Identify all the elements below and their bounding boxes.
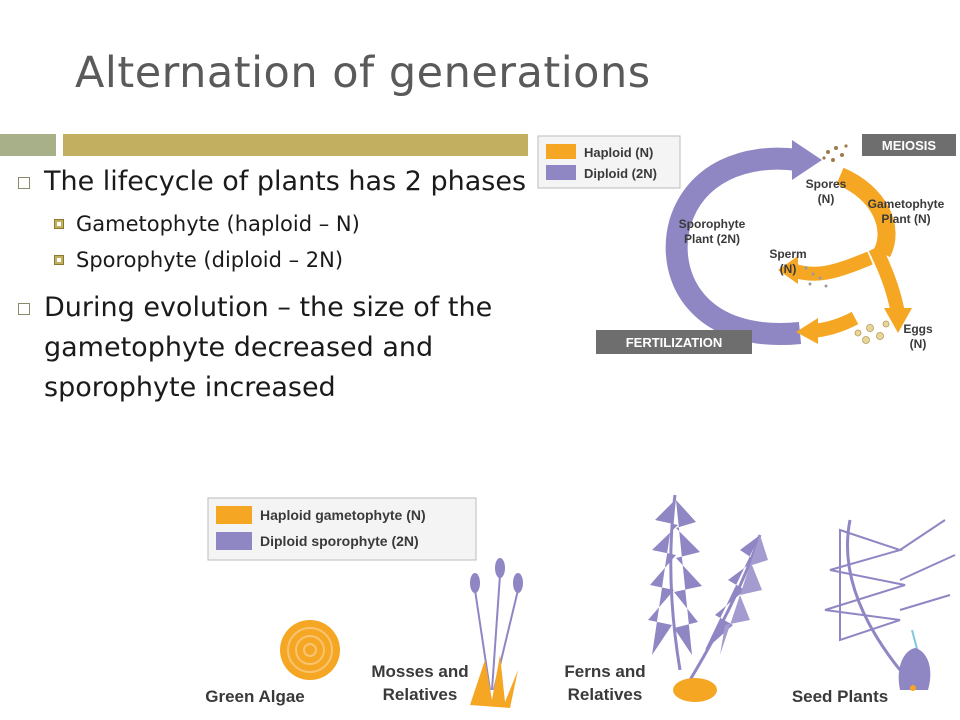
sporophyte-arc — [665, 147, 802, 346]
gametophyte-arc — [836, 167, 896, 258]
evolution-legend-box — [207, 497, 477, 561]
diploid-swatch — [546, 165, 576, 180]
mosses-label: Mosses and — [371, 662, 468, 681]
moss-icon — [470, 558, 523, 708]
slide-title: Alternation of generations — [75, 48, 651, 98]
eggs-n-label: (N) — [910, 337, 927, 351]
subbullet-text: Sporophyte (diploid – 2N) — [76, 248, 344, 272]
haploid-gametophyte-swatch — [216, 506, 252, 524]
gametophyte-label: Gametophyte — [868, 197, 945, 211]
bullet-item: The lifecycle of plants has 2 phases — [18, 162, 578, 202]
diploid-sporophyte-swatch — [216, 532, 252, 550]
legend-diploid: Diploid (2N) — [584, 166, 657, 181]
bullet-text: During evolution – the size of the gamet… — [44, 292, 493, 403]
gametophyte-plant-label: Plant (N) — [881, 212, 930, 226]
seed-plants-label: Seed Plants — [792, 687, 888, 706]
sporophyte-arrow-head — [792, 140, 822, 180]
subbullet-item: Gametophyte (haploid – N) — [18, 210, 578, 238]
green-algae-label: Green Algae — [205, 687, 305, 706]
accent-bar — [63, 134, 528, 156]
sporophyte-plant-label: Plant (2N) — [684, 232, 740, 246]
legend-diploid-sporophyte: Diploid sporophyte (2N) — [260, 533, 419, 549]
evolution-diagram: Haploid gametophyte (N) Diploid sporophy… — [205, 494, 956, 708]
bullet-square-icon — [18, 303, 30, 315]
green-algae-icon — [280, 620, 340, 680]
spores-label: Spores — [806, 177, 847, 191]
mosses-relatives-label: Relatives — [383, 685, 458, 704]
sperm-n-label: (N) — [780, 262, 797, 276]
subbullet-text: Gametophyte (haploid – N) — [76, 212, 360, 236]
spores-n-label: (N) — [818, 192, 835, 206]
eggs-dots — [854, 320, 890, 344]
bullet-text: The lifecycle of plants has 2 phases — [44, 166, 527, 197]
subbullet-square-icon — [54, 255, 64, 265]
sperm-label: Sperm — [769, 247, 806, 261]
eggs-label: Eggs — [903, 322, 933, 336]
fertilization-label-box — [596, 330, 752, 354]
meiosis-label: MEIOSIS — [882, 138, 937, 153]
fertilization-label: FERTILIZATION — [626, 335, 723, 350]
ferns-label: Ferns and — [564, 662, 645, 681]
legend-haploid: Haploid (N) — [584, 145, 653, 160]
legend-haploid-gametophyte: Haploid gametophyte (N) — [260, 507, 426, 523]
ferns-relatives-label: Relatives — [568, 685, 643, 704]
fern-icon — [648, 494, 768, 702]
haploid-swatch — [546, 144, 576, 159]
sperm-dots — [804, 266, 828, 288]
spores-dots — [822, 144, 848, 162]
subbullet-square-icon — [54, 219, 64, 229]
life-cycle-diagram: Haploid (N) Diploid (2N) MEIOSIS FERTILI… — [537, 134, 956, 354]
subbullet-item: Sporophyte (diploid – 2N) — [18, 246, 578, 274]
accent-bar-left — [0, 134, 56, 156]
bullet-list: The lifecycle of plants has 2 phases Gam… — [18, 162, 578, 408]
seed-plant-icon — [824, 519, 956, 691]
bullet-item: During evolution – the size of the gamet… — [18, 288, 578, 408]
meiosis-label-box — [862, 134, 956, 156]
sporophyte-label: Sporophyte — [679, 217, 746, 231]
bullet-square-icon — [18, 177, 30, 189]
